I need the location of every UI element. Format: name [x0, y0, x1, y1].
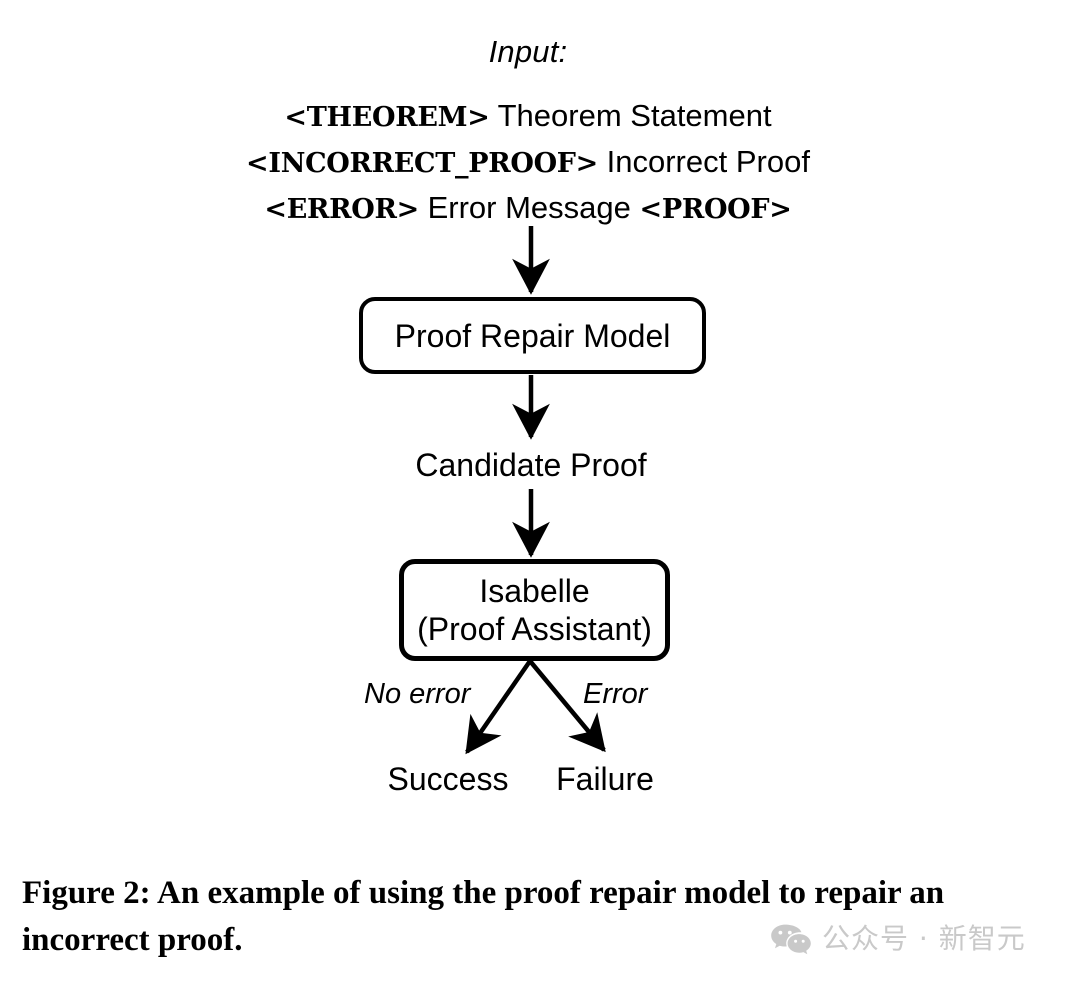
- token-error-text: Error Message: [427, 190, 631, 225]
- edge-label-no-error: No error: [364, 678, 471, 710]
- watermark-text: 公众号 · 新智元: [822, 922, 1026, 955]
- input-prompt-block: <THEOREM> Theorem Statement <INCORRECT_P…: [0, 94, 1056, 232]
- node-proof-repair-model[interactable]: Proof Repair Model: [359, 297, 706, 374]
- token-incorrect-proof-text: Incorrect Proof: [606, 144, 810, 179]
- node-proof-repair-model-label: Proof Repair Model: [394, 317, 671, 354]
- input-line-theorem: <THEOREM> Theorem Statement: [0, 94, 1056, 140]
- token-error-tag: <ERROR>: [264, 194, 419, 225]
- node-isabelle-line2: (Proof Assistant): [417, 611, 652, 647]
- input-line-incorrect-proof: <INCORRECT_PROOF> Incorrect Proof: [0, 140, 1056, 186]
- token-theorem-tag: <THEOREM>: [284, 102, 490, 133]
- wechat-icon: [770, 923, 812, 955]
- token-incorrect-proof-tag: <INCORRECT_PROOF>: [246, 148, 598, 179]
- token-proof-tag: <PROOF>: [639, 194, 792, 225]
- node-failure: Failure: [556, 761, 654, 797]
- node-success: Success: [387, 761, 509, 797]
- watermark: 公众号 · 新智元: [770, 923, 1026, 955]
- input-heading: Input:: [488, 34, 568, 69]
- token-theorem-text: Theorem Statement: [497, 98, 772, 133]
- node-candidate-proof: Candidate Proof: [415, 447, 647, 483]
- node-isabelle-line1: Isabelle: [479, 573, 590, 609]
- node-isabelle-label: Isabelle (Proof Assistant): [417, 572, 652, 648]
- node-isabelle-proof-assistant[interactable]: Isabelle (Proof Assistant): [399, 559, 670, 661]
- arrow-isabelle-to-success: [465, 659, 532, 755]
- figure-caption: Figure 2: An example of using the proof …: [22, 875, 945, 958]
- input-line-error: <ERROR> Error Message <PROOF>: [0, 186, 1056, 232]
- edge-label-error: Error: [583, 678, 648, 710]
